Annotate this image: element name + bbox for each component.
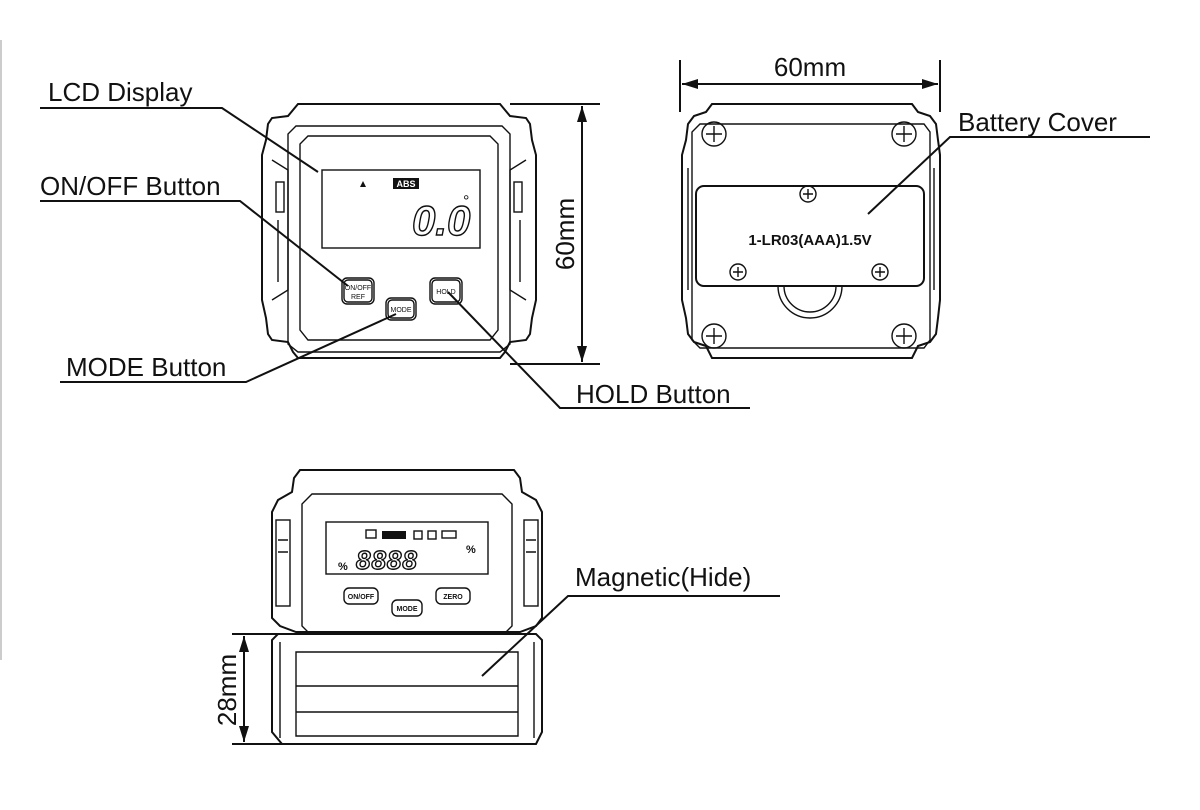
front-lcd-degree: ° <box>463 193 469 210</box>
back-screw-top-left <box>701 121 727 147</box>
height-dimension-text: 60mm <box>550 198 580 270</box>
bottom-view: 8888 % % ON/OFF MODE ZERO <box>271 469 543 745</box>
back-round-feature-inner <box>783 285 837 313</box>
width-arrow-left <box>682 79 698 89</box>
front-lcd-reading: 0.0 <box>412 197 470 244</box>
leader-mode-button <box>60 313 397 383</box>
front-left-notch <box>275 181 285 213</box>
leader-lcd-display <box>40 107 319 173</box>
front-mode-text: MODE <box>391 307 412 314</box>
bottom-lcd-level-icon <box>365 529 377 539</box>
bottom-mode-button[interactable] <box>391 599 423 617</box>
back-screw-bottom-right <box>891 323 917 349</box>
height-arrow-top <box>577 106 587 122</box>
front-hold-text: HOLD <box>436 289 455 296</box>
bottom-left-grip <box>275 519 291 607</box>
label-lcd-display: LCD Display <box>48 77 193 107</box>
height-dimension: 60mm <box>510 103 600 365</box>
battery-cover-screw-top <box>799 185 817 203</box>
back-round-feature <box>777 285 843 319</box>
bottom-lcd-lock-icon <box>427 530 437 540</box>
front-on-off-ref-line1: ON/OFF <box>345 285 371 292</box>
back-screw-top-right <box>891 121 917 147</box>
bottom-lcd-digits: 8888 <box>356 545 418 575</box>
bottom-zero-button[interactable] <box>435 587 471 605</box>
label-mode-button: MODE Button <box>66 352 226 382</box>
bottom-on-off-button[interactable] <box>343 587 379 605</box>
battery-callout: Battery Cover <box>867 107 1150 215</box>
bottom-lcd-percent-left: % <box>338 561 348 573</box>
bottom-mode-text: MODE <box>397 606 418 613</box>
leader-magnetic <box>481 595 780 677</box>
front-hold-button-inner <box>431 279 461 303</box>
back-screw-bottom-left <box>701 323 727 349</box>
front-left-grip <box>271 159 289 301</box>
front-right-notch <box>513 181 523 213</box>
front-on-off-ref-button[interactable] <box>341 277 375 305</box>
magnetic-callout: Magnetic(Hide) <box>481 562 780 677</box>
battery-spec-text: 1-LR03(AAA)1.5V <box>748 232 871 249</box>
bottom-right-grip-notch <box>526 539 536 553</box>
front-mode-button[interactable] <box>385 297 417 321</box>
front-inner-face <box>299 135 499 341</box>
front-on-off-ref-line2: REF <box>351 294 365 301</box>
label-on-off-button: ON/OFF Button <box>40 171 221 201</box>
front-lcd-abs-text: ABS <box>396 179 415 189</box>
bottom-lcd-hold-icon <box>413 530 423 540</box>
bottom-lcd-percent-right: % <box>466 544 476 556</box>
leader-on-off-button <box>40 200 349 287</box>
front-mode-button-inner <box>387 299 415 319</box>
bottom-right-grip <box>523 519 539 607</box>
depth-dimension: 28mm <box>212 633 296 745</box>
front-callouts: LCD Display ON/OFF Button MODE Button HO… <box>40 77 750 409</box>
leader-hold-button <box>447 291 750 409</box>
front-on-off-ref-button-inner <box>343 279 373 303</box>
label-battery-cover: Battery Cover <box>958 107 1117 137</box>
bottom-lcd-screen <box>325 521 489 575</box>
label-hold-button: HOLD Button <box>576 379 731 409</box>
back-view: 1-LR03(AAA)1.5V <box>681 103 941 359</box>
front-outer-body <box>261 103 537 359</box>
width-dimension: 60mm <box>679 52 941 112</box>
width-dimension-text: 60mm <box>774 52 846 82</box>
back-inner-rim <box>691 123 931 349</box>
battery-cover-screw-right <box>871 263 889 281</box>
leader-battery-cover <box>867 136 1150 215</box>
front-right-grip <box>509 159 527 301</box>
depth-arrow-bottom <box>239 726 249 742</box>
bottom-zero-text: ZERO <box>443 594 463 601</box>
front-lcd-screen <box>321 169 481 249</box>
height-arrow-bottom <box>577 346 587 362</box>
label-magnetic: Magnetic(Hide) <box>575 562 751 592</box>
front-lcd-arrow-icon <box>360 181 366 187</box>
bottom-lcd-abs-icon <box>382 531 406 539</box>
width-arrow-right <box>922 79 938 89</box>
bottom-magnetic-base <box>271 633 543 745</box>
bottom-top-housing <box>271 469 543 633</box>
front-hold-button[interactable] <box>429 277 463 305</box>
depth-dimension-text: 28mm <box>212 654 242 726</box>
front-view: ABS 0.0 ° ON/OFF REF MODE HOLD <box>261 103 537 359</box>
bottom-on-off-text: ON/OFF <box>348 594 375 601</box>
bottom-base-tier1 <box>295 651 519 737</box>
bottom-lcd-battery-icon <box>441 530 457 539</box>
bottom-left-grip-notch <box>278 539 288 553</box>
front-lcd-abs-tag <box>393 178 419 189</box>
battery-cover-screw-left <box>729 263 747 281</box>
depth-arrow-top <box>239 636 249 652</box>
